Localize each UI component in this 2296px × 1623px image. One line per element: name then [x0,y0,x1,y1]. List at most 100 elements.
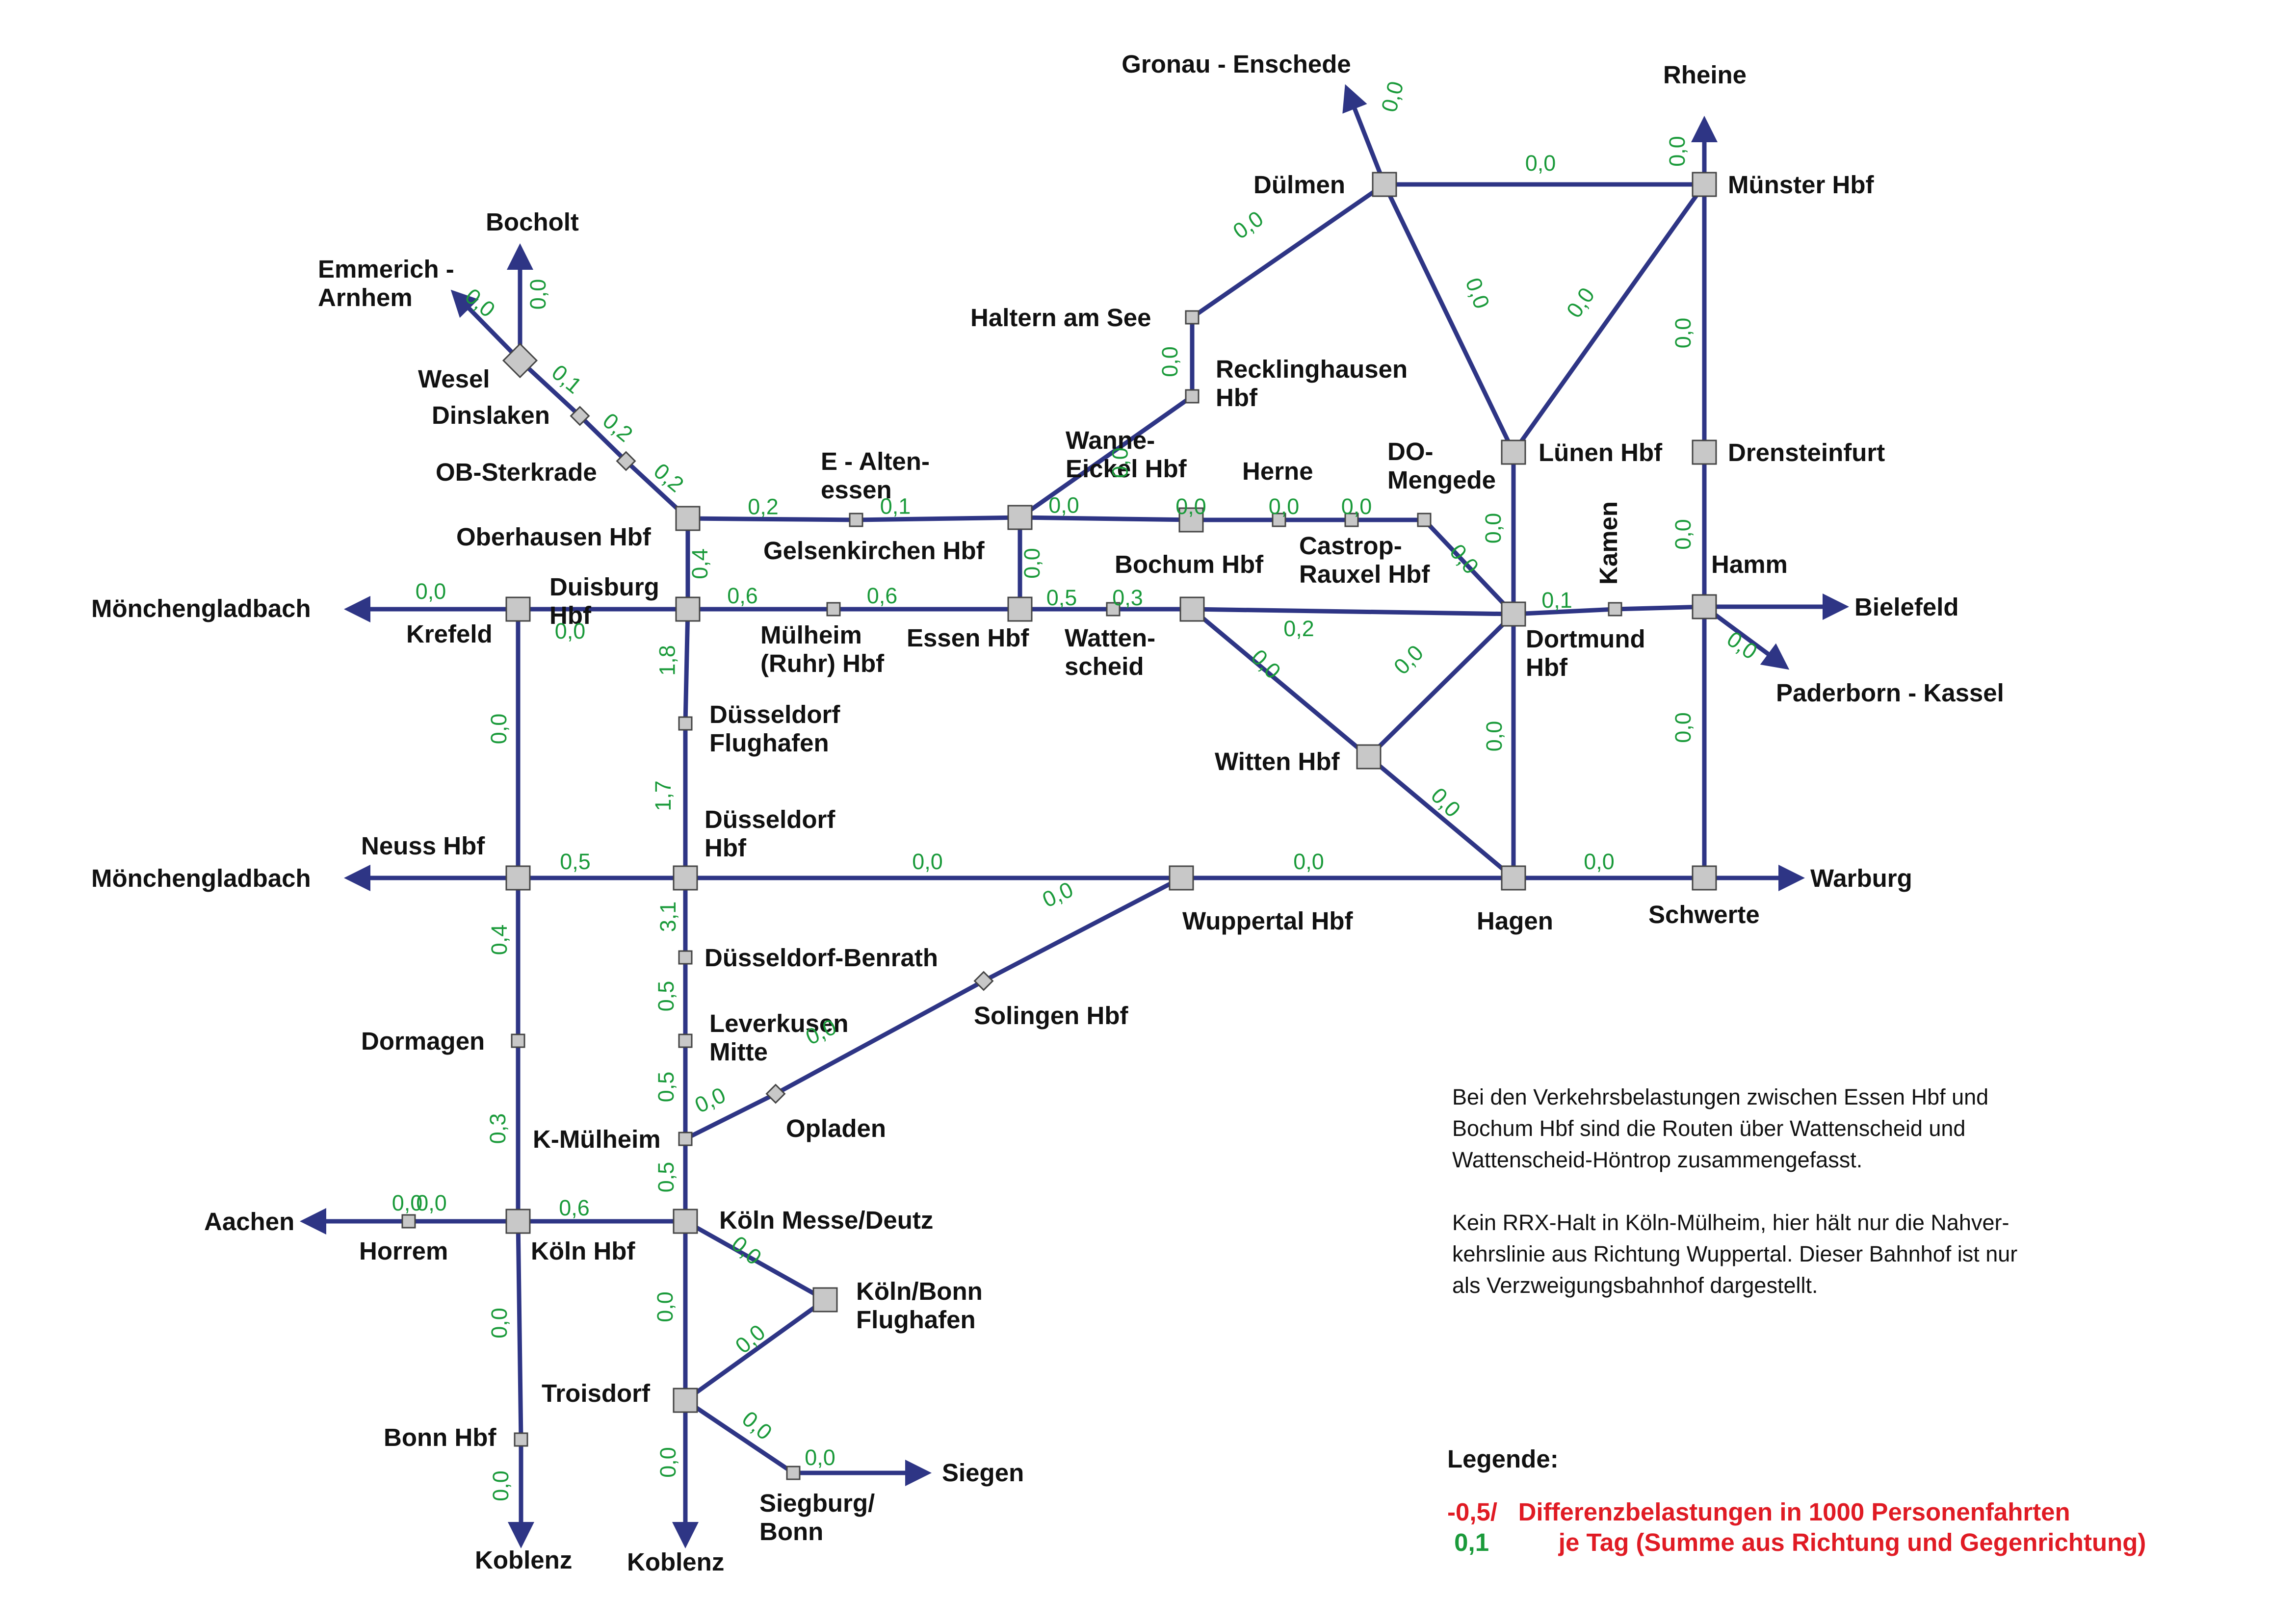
load-value-neuss_dormagen: 0,4 [487,925,512,955]
station-benrath[interactable] [678,950,693,965]
track-witten-hagen [1367,755,1515,880]
load-value-leverkusen_kmuelheim: 0,5 [653,1072,678,1103]
station-hagen[interactable] [1501,865,1526,891]
station-muenster[interactable] [1692,172,1717,197]
station-recklinghausen[interactable] [1185,389,1200,404]
station-label-wuppertal: Wuppertal Hbf [1182,907,1354,935]
station-dormagen[interactable] [511,1033,525,1048]
station-opladen[interactable] [765,1083,786,1104]
station-mengede[interactable] [1417,513,1432,527]
load-value-witten_dortmund: 0,0 [1389,640,1428,679]
track-messe-cgn [684,1219,827,1302]
station-oberhausen[interactable] [675,506,701,531]
legend-red-value: -0,5/ [1447,1498,1498,1526]
load-value-dormagen_koeln: 0,3 [485,1113,510,1144]
station-label-kamen: Kamen [1594,501,1622,585]
station-krefeld[interactable] [505,596,531,622]
load-value-duesseldorf_wuppertal: 0,0 [912,849,943,874]
station-altenessen[interactable] [849,513,863,527]
load-value-sterkrade_oberhausen: 0,2 [649,458,689,497]
station-haltern[interactable] [1185,310,1200,325]
station-essen[interactable] [1007,596,1033,622]
station-wuppertal[interactable] [1169,865,1194,891]
station-label-dormagen: Dormagen [361,1027,485,1055]
track-lines [300,84,1849,1548]
load-value-muenster_luenen: 0,0 [1562,283,1600,323]
track-wanne-herne [1019,515,1192,522]
station-label-luenen: Lünen Hbf [1539,438,1663,466]
station-muelheim[interactable] [826,602,841,617]
station-label-warburg: Warburg [1810,864,1912,892]
station-koeln[interactable] [505,1209,531,1234]
station-solingen[interactable] [973,971,994,991]
track-duelmen-haltern [1191,182,1386,319]
load-value-castrop_mengede: 0,0 [1341,494,1372,519]
station-drensteinfurt[interactable] [1692,439,1717,465]
legend-title: Legende: [1447,1445,1559,1473]
legend-row-2: 0,1 je Tag (Summe aus Richtung und Gegen… [1447,1527,2146,1558]
station-bonn[interactable] [514,1432,528,1447]
station-castrop[interactable] [1344,513,1359,527]
station-label-mg2: Mönchengladbach [91,864,311,892]
load-value-gelsenkirchen_essen: 0,0 [1019,548,1044,579]
station-dusflughafen[interactable] [678,716,693,731]
load-value-koeln_bonn: 0,0 [487,1308,512,1339]
load-value-wattenscheid_bochum: 0,3 [1112,585,1143,610]
load-value-wuppertal_hagen: 0,0 [1293,849,1324,874]
station-hamm[interactable] [1692,594,1717,619]
station-wanne[interactable] [1007,505,1033,530]
station-luenen[interactable] [1501,439,1526,465]
load-value-flughafen_duesseldorf: 1,7 [651,780,676,811]
station-label-siegburg: Siegburg/Bonn [759,1489,875,1546]
station-label-troisdorf: Troisdorf [542,1379,651,1407]
track-wesel-emmerich [450,289,522,362]
station-label-bielefeld: Bielefeld [1854,593,1959,621]
station-horrem[interactable] [401,1214,416,1229]
station-leverkusen[interactable] [678,1033,693,1048]
station-troisdorf[interactable] [673,1388,698,1413]
station-label-gronau: Gronau - Enschede [1122,50,1351,78]
station-label-hagen: Hagen [1477,907,1553,935]
station-duesseldorf[interactable] [673,865,698,891]
station-duisburg[interactable] [675,596,701,622]
station-wattenscheid[interactable] [1106,602,1121,617]
station-dinslaken[interactable] [570,406,590,426]
station-siegburg[interactable] [786,1466,801,1480]
station-kamen[interactable] [1608,602,1622,617]
load-value-duesseldorf_benrath: 3,1 [655,902,680,932]
station-label-krefeld: Krefeld [406,620,493,648]
station-schwerte[interactable] [1692,865,1717,891]
track-kamen-hamm [1615,604,1705,612]
station-label-horrem: Horrem [359,1237,448,1265]
station-label-solingen: Solingen Hbf [974,1002,1128,1030]
station-cgn[interactable] [812,1287,838,1313]
track-mengede-dortmund [1422,518,1515,616]
load-value-bonn_koblenz: 0,0 [488,1470,513,1501]
station-sterkrade[interactable] [616,451,636,471]
load-value-duelmen_luenen: 0,0 [1461,275,1494,312]
load-value-aachen_horrem: 0,0 [392,1190,423,1215]
station-dortmund[interactable] [1501,601,1526,627]
load-value-koeln_messe: 0,6 [559,1195,590,1220]
station-label-dinslaken: Dinslaken [432,401,550,429]
station-label-schwerte: Schwerte [1648,901,1760,928]
station-duelmen[interactable] [1372,172,1397,197]
station-messe[interactable] [673,1209,698,1234]
track-bochum-dortmund [1192,607,1514,617]
station-herne[interactable] [1178,507,1204,533]
load-value-muenster_drensteinfurt: 0,0 [1670,318,1696,349]
station-kmuelheim[interactable] [678,1132,693,1146]
station-wesel[interactable] [502,342,538,379]
explanatory-notes: Bei den Verkehrsbelastungen zwischen Ess… [1452,1082,2188,1333]
station-bochum[interactable] [1179,596,1205,622]
load-value-wuppertal_solingen: 0,0 [1039,876,1077,912]
station-witten[interactable] [1356,744,1382,770]
station-label-koeln: Köln Hbf [531,1237,635,1265]
station-neuss[interactable] [505,865,531,891]
station-h1[interactable] [1272,513,1286,527]
station-label-essen: Essen Hbf [907,624,1029,652]
